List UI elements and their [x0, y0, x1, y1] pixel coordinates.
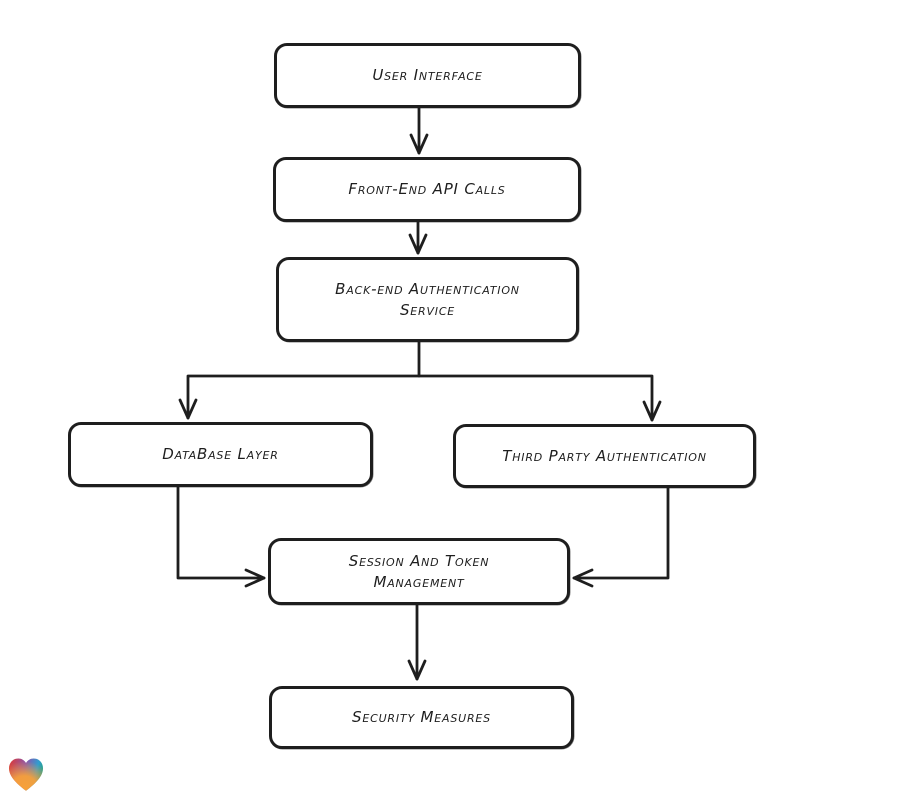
node-label: Third Party Authentication — [502, 446, 707, 465]
node-front-end-api-calls: Front-End API Calls — [273, 157, 581, 222]
node-label: DataBase Layer — [162, 445, 279, 463]
node-security-measures: Security Measures — [269, 686, 574, 749]
node-label: Front-End API Calls — [348, 180, 506, 198]
edge-back-end-authentication-service-to-database-layer — [178, 338, 421, 420]
node-label: Security Measures — [352, 708, 491, 726]
edge-third-party-authentication-to-session-and-token-management — [572, 484, 670, 588]
edge-back-end-authentication-service-to-third-party-authentication — [417, 374, 662, 422]
node-database-layer: DataBase Layer — [68, 422, 373, 487]
edge-database-layer-to-session-and-token-management — [176, 484, 266, 588]
node-label: Back-end Authentication Service — [335, 279, 520, 319]
node-label: Session And Token Management — [348, 551, 490, 591]
node-session-and-token-management: Session And Token Management — [268, 538, 570, 605]
node-user-interface: User Interface — [274, 43, 581, 108]
node-back-end-authentication-service: Back-end Authentication Service — [276, 257, 579, 342]
node-third-party-authentication: Third Party Authentication — [453, 424, 756, 488]
heart-gradient-icon[interactable] — [6, 755, 46, 795]
node-label: User Interface — [372, 66, 483, 84]
